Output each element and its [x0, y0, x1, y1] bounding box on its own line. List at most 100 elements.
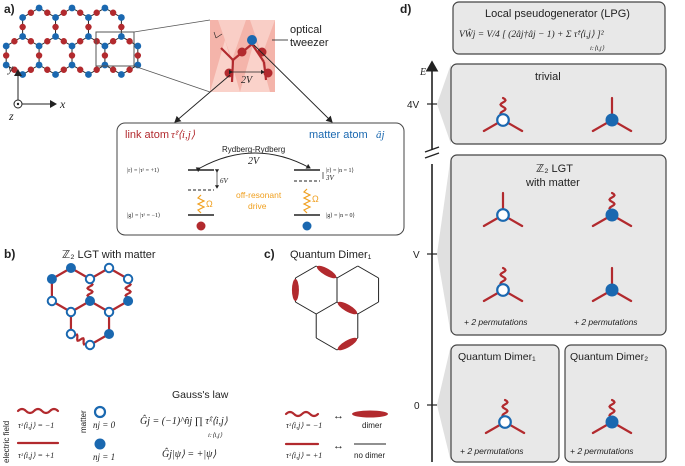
matter-site	[101, 42, 109, 50]
matter-site	[52, 71, 59, 78]
link-site	[27, 38, 35, 45]
matter-site	[35, 4, 43, 12]
tweezer-distance-label: 2V	[241, 75, 254, 86]
box-lgt-perm-right: + 2 permutations	[574, 317, 638, 327]
matter-filled	[46, 274, 57, 284]
link-site	[126, 66, 133, 73]
link-site	[35, 52, 43, 59]
matter-site	[101, 4, 109, 12]
link-site	[19, 23, 26, 31]
legend-filled-text: nj = 1	[93, 452, 115, 462]
axis-y-label: y	[7, 61, 14, 75]
legend-c-wavy-text: τᶻ⟨i,j⟩ = −1	[286, 421, 322, 430]
no-dimer-edge	[357, 301, 379, 315]
link-site	[85, 23, 92, 31]
gauss-title: Gauss's law	[172, 389, 229, 401]
matter-upper-level: |r⟩ = |n = 1⟩	[326, 167, 354, 174]
box-qd1-title: Quantum Dimer₁	[458, 351, 536, 363]
no-dimer-edge	[295, 265, 317, 279]
link-site	[52, 23, 59, 31]
legend-c-arrow-2: ↔	[333, 440, 344, 452]
matter-site	[35, 61, 43, 69]
link-site	[109, 38, 117, 45]
matter-site	[68, 4, 76, 12]
coordinate-axes: y x z	[7, 61, 66, 123]
matter-site	[117, 33, 125, 40]
link-atom-symbol: τ̂ᶻ⟨i,j⟩	[171, 129, 196, 141]
matter-site	[19, 71, 27, 78]
dimer	[291, 279, 299, 301]
gauss-eq1: Ĝj = (−1)^n̂j ∏ τ̂ˣ⟨i,j⟩	[140, 415, 228, 427]
axis-z-label: z	[8, 109, 14, 123]
no-dimer-edge	[357, 265, 379, 279]
axis-x-label: x	[59, 97, 66, 111]
panel-d-label: d)	[400, 2, 411, 16]
matter-atom-symbol: âj	[376, 129, 385, 141]
vertex-empty	[498, 415, 512, 429]
link-site	[60, 38, 67, 45]
link-upper-level: |r⟩ = |τᶻ = +1⟩	[127, 167, 159, 174]
link-atom-dot	[196, 221, 206, 231]
link-site	[109, 9, 117, 16]
energy-axis	[424, 60, 440, 462]
vertex-configurations	[482, 96, 633, 435]
lpg-box	[452, 1, 666, 55]
optical-label: optical	[290, 24, 322, 36]
link-site	[44, 9, 51, 16]
link-site	[109, 66, 117, 73]
inset-matter-atom	[247, 35, 257, 45]
matter-site	[2, 42, 10, 50]
matter-empty	[84, 273, 96, 285]
dimer	[337, 337, 358, 351]
box-lgt-perm-left: + 2 permutations	[464, 317, 528, 327]
matter-empty	[103, 262, 115, 274]
matter-site	[117, 14, 125, 21]
link-site	[93, 38, 100, 45]
matter-site	[52, 14, 59, 21]
tweezer-inset: 2V	[210, 20, 275, 92]
matter-empty	[65, 328, 77, 340]
link-site	[77, 66, 84, 73]
matter-filled	[85, 296, 95, 306]
matter-site	[35, 42, 43, 50]
matter-filled	[123, 296, 134, 306]
matter-site	[85, 14, 92, 21]
matter-atom-dot	[302, 221, 312, 231]
matter-empty	[122, 273, 134, 285]
legend-c-wavy-line	[284, 410, 320, 418]
box-qd2-title: Quantum Dimer₂	[570, 351, 648, 363]
level-scheme-box	[116, 122, 405, 236]
no-dimer-edge	[336, 265, 359, 279]
rabi-right: Ω	[312, 194, 319, 204]
link-site	[2, 52, 10, 59]
box-qd1-perm: + 2 permutations	[460, 446, 524, 456]
legend-wavy-line	[16, 407, 60, 415]
panel-c-title: Quantum Dimer₁	[290, 249, 372, 261]
matter-site	[134, 42, 142, 50]
box-qd2	[564, 344, 667, 463]
link-site	[44, 66, 51, 73]
legend-b-wavy-text: τᶻ⟨i,j⟩ = −1	[18, 421, 54, 430]
vertex-filled	[605, 113, 619, 127]
matter-site	[117, 71, 125, 78]
link-site	[118, 23, 125, 31]
lpg-equation: VŴj = V/4 [ (2âj†âj − 1) + Σ τ̂ᶻ⟨i,j⟩ ]²	[459, 27, 604, 40]
link-site	[101, 52, 109, 59]
lpg-title: Local pseudogenerator (LPG)	[485, 8, 630, 20]
zoom-region	[95, 31, 135, 67]
legend-empty-text: nj = 0	[93, 420, 116, 430]
tick-0: 0	[414, 401, 420, 412]
no-dimer-edge	[315, 301, 338, 315]
matter-detuning: 3V	[325, 174, 335, 182]
matter-empty	[84, 339, 96, 351]
legend-no-dimer-text: no dimer	[354, 451, 385, 460]
matter-atom-text: matter atom	[309, 129, 368, 141]
matter-site	[2, 61, 10, 69]
matter-site	[85, 33, 92, 40]
matter-empty	[65, 306, 77, 318]
legend-c-arrow-1: ↔	[333, 410, 344, 422]
box-lgt-title-2: with matter	[525, 177, 580, 189]
panel-c-label: c)	[264, 247, 275, 261]
vertex-filled	[605, 283, 619, 297]
legend-c-straight-text: τᶻ⟨i,j⟩ = +1	[286, 451, 322, 460]
